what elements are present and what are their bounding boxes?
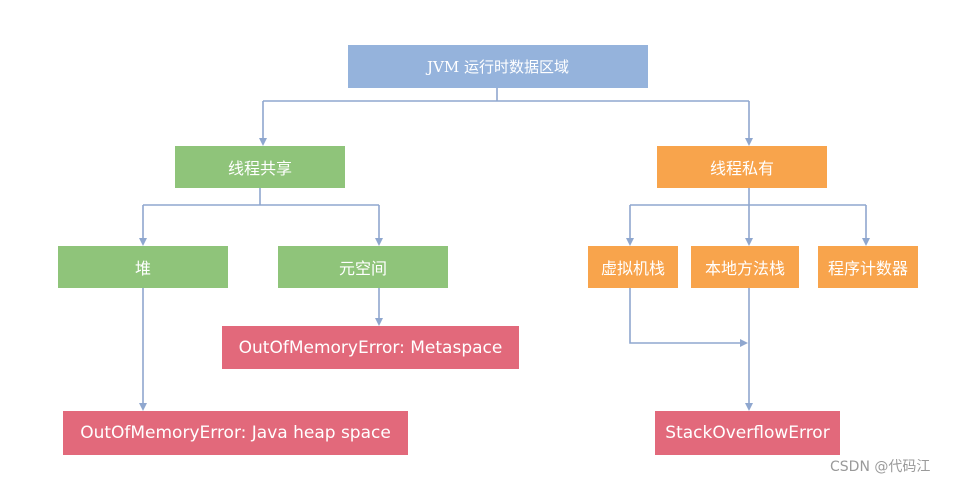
private-node: 线程私有 (657, 146, 827, 188)
root-node: JVM 运行时数据区域 (348, 45, 648, 88)
pc-register-node: 程序计数器 (818, 246, 918, 288)
stack-overflow-node: StackOverflowError (655, 411, 840, 455)
oom-metaspace-node: OutOfMemoryError: Metaspace (222, 326, 519, 369)
native-method-stack-node: 本地方法栈 (691, 246, 799, 288)
watermark: CSDN @代码江 (830, 459, 931, 475)
vm-stack-node: 虚拟机栈 (588, 246, 678, 288)
metaspace-node: 元空间 (278, 246, 448, 288)
heap-node: 堆 (58, 246, 228, 288)
edge-shared-branch (143, 188, 379, 206)
edge-to-shared (263, 100, 749, 142)
edge-vm-stack-join (629, 288, 748, 347)
oom-heap-node: OutOfMemoryError: Java heap space (63, 411, 408, 455)
shared-node: 线程共享 (175, 146, 345, 188)
